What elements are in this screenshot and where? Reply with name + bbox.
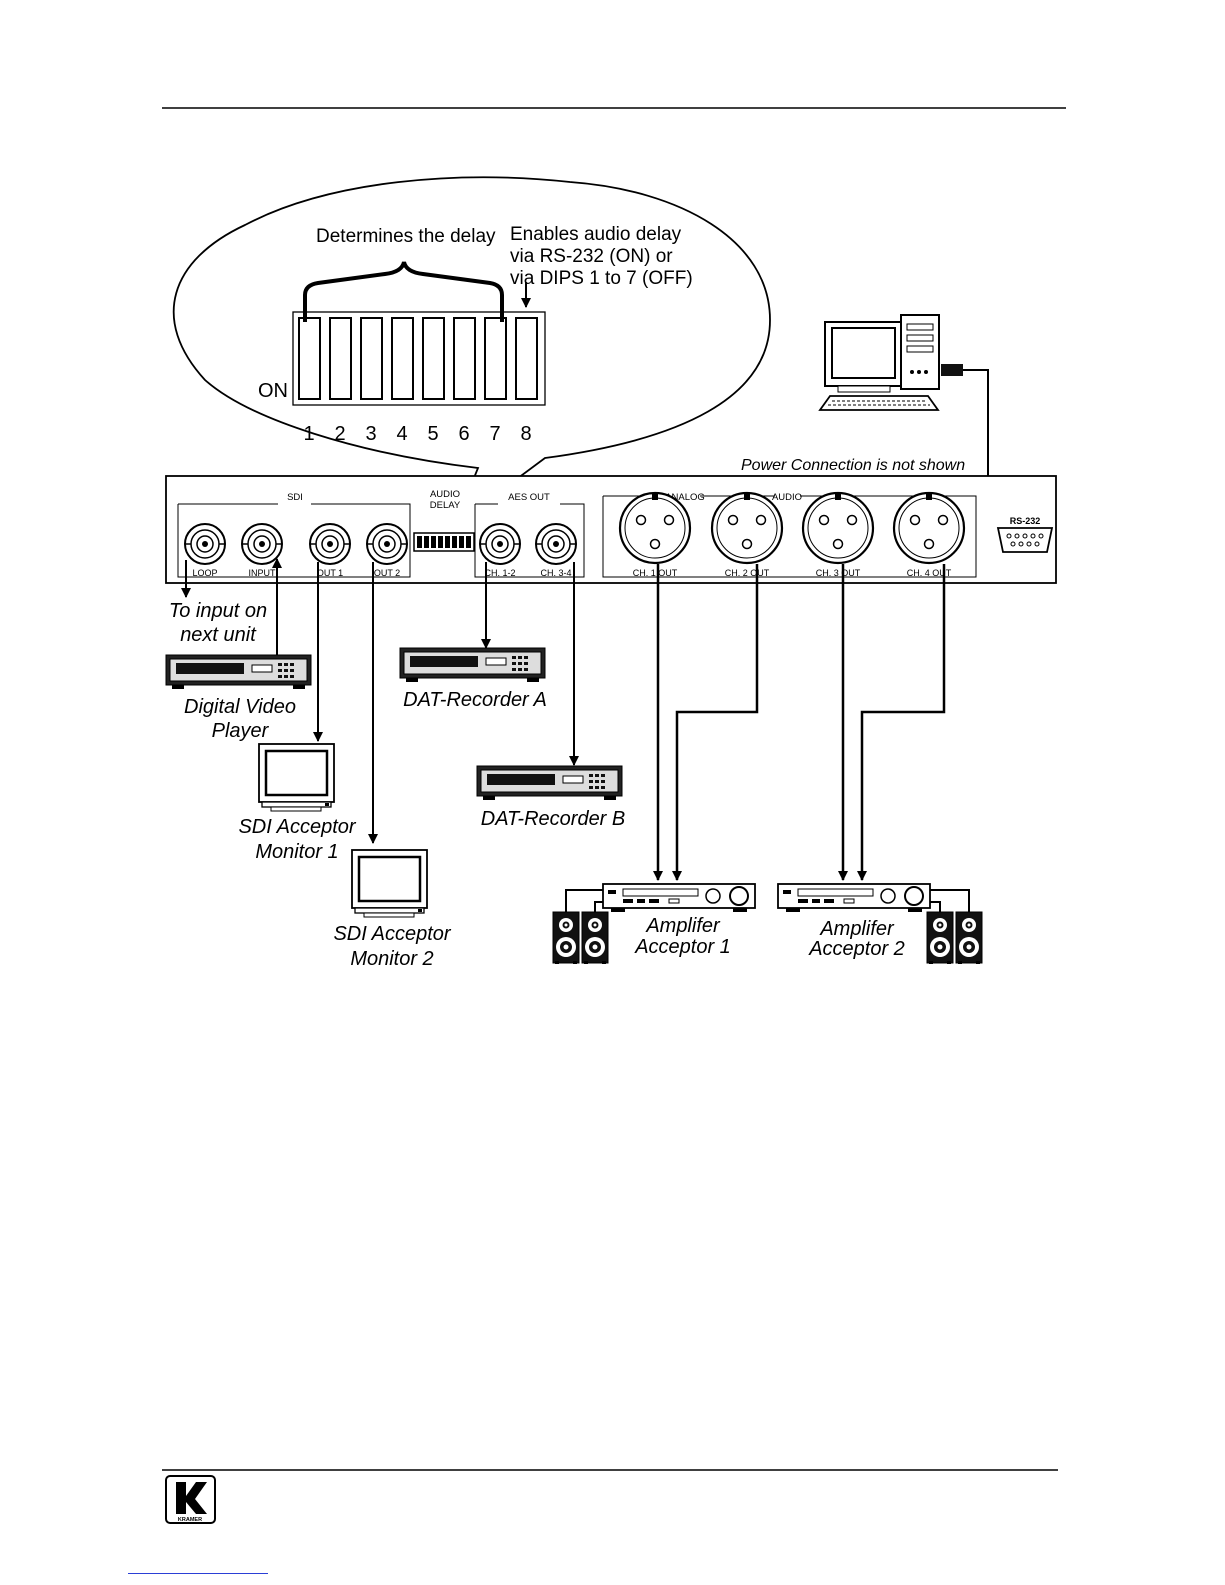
- dip-number: 7: [489, 423, 500, 445]
- amp2-line1: Amplifer: [819, 918, 895, 940]
- connector-label: INPUT: [249, 568, 277, 578]
- amp1-speaker-wire-right: [594, 901, 603, 912]
- enable-label-line3: via DIPS 1 to 7 (OFF): [510, 268, 693, 289]
- ch4-xlr-connector[interactable]: [892, 491, 966, 565]
- digital-video-player-icon: [165, 654, 312, 690]
- delay-label: Determines the delay: [316, 226, 496, 247]
- input-bnc-connector[interactable]: [241, 523, 283, 565]
- monitor2-line1: SDI Acceptor: [333, 923, 451, 945]
- monitor1-line1: SDI Acceptor: [238, 816, 356, 838]
- speaker-icon: [926, 911, 954, 965]
- computer-icon: [818, 314, 963, 411]
- power-note: Power Connection is not shown: [741, 457, 965, 474]
- amplifier-1-icon: [602, 883, 756, 913]
- analog-label: ANALOG: [665, 492, 705, 503]
- audio-delay-dip-switch[interactable]: [413, 532, 475, 552]
- rs232-port[interactable]: [996, 527, 1054, 553]
- monitor1-line2: Monitor 1: [255, 841, 338, 863]
- dat-recorder-a-label: DAT-Recorder A: [403, 689, 547, 711]
- speaker-icon: [552, 911, 580, 965]
- loop-target-line1: To input on: [169, 600, 267, 622]
- sdi-group: SDI: [177, 492, 411, 578]
- amp2-speaker-wire-left: [930, 901, 941, 912]
- dip-switch-levers: [298, 317, 538, 400]
- connector-label: CH. 1-2: [484, 568, 515, 578]
- out2-bnc-connector[interactable]: [366, 523, 408, 565]
- connector-label: OUT 2: [374, 568, 400, 578]
- enable-label-line1: Enables audio delay: [510, 224, 682, 245]
- connector-label: CH. 1 OUT: [633, 568, 678, 578]
- aes-group: AES OUT: [474, 492, 585, 578]
- amp1-line2: Acceptor 1: [634, 936, 731, 958]
- rs232-label: RS-232: [1010, 516, 1041, 526]
- out1-bnc-connector[interactable]: [309, 523, 351, 565]
- loop-bnc-connector[interactable]: [184, 523, 226, 565]
- enable-label-line2: via RS-232 (ON) or: [510, 246, 673, 267]
- video-player-line1: Digital Video: [184, 696, 296, 718]
- dip-number: 2: [334, 423, 345, 445]
- delay-brace: [303, 261, 504, 322]
- connector-label: CH. 3-4: [540, 568, 571, 578]
- amp2-speaker-wire-right: [930, 889, 970, 912]
- audio-delay-label-1: AUDIO: [430, 489, 460, 500]
- amp1-line1: Amplifer: [645, 915, 721, 937]
- speaker-icon: [955, 911, 983, 965]
- aes-group-label: AES OUT: [508, 492, 550, 503]
- ch2-xlr-connector[interactable]: [710, 491, 784, 565]
- dat-recorder-a-icon: [399, 647, 546, 683]
- aes-ch12-bnc-connector[interactable]: [479, 523, 521, 565]
- dat-recorder-b-label: DAT-Recorder B: [481, 808, 626, 830]
- dip-number: 8: [520, 423, 531, 445]
- connector-label: CH. 3 OUT: [816, 568, 861, 578]
- dip-number: 6: [458, 423, 469, 445]
- sdi-group-label: SDI: [287, 492, 303, 503]
- dat-recorder-b-icon: [476, 765, 623, 801]
- connector-label: CH. 4 OUT: [907, 568, 952, 578]
- speaker-icon: [581, 911, 609, 965]
- ch3-xlr-connector[interactable]: [801, 491, 875, 565]
- logo-text: KRAMER: [178, 1517, 202, 1523]
- loop-target-line2: next unit: [180, 624, 257, 646]
- kramer-logo: KRAMER: [165, 1475, 216, 1524]
- connector-label: LOOP: [192, 568, 217, 578]
- dip-number: 3: [365, 423, 376, 445]
- ch1-xlr-connector[interactable]: [618, 491, 692, 565]
- dip-switch-callout: Determines the delay Enables audio delay…: [172, 176, 771, 528]
- dip-number: 5: [427, 423, 438, 445]
- audio-delay-label-2: DELAY: [430, 500, 461, 511]
- monitor2-line2: Monitor 2: [350, 948, 433, 970]
- ch2-cable-arrow: [672, 564, 759, 881]
- amp2-line2: Acceptor 2: [808, 938, 905, 960]
- sdi-monitor-1-icon: [257, 742, 336, 813]
- aes-ch34-bnc-connector[interactable]: [535, 523, 577, 565]
- dip-number: 4: [396, 423, 407, 445]
- amplifier-2-icon: [777, 883, 931, 913]
- amp1-speaker-wire-left: [565, 889, 603, 912]
- audio-label: AUDIO: [772, 492, 802, 503]
- ch4-cable-arrow: [857, 564, 946, 881]
- dip-number: 1: [303, 423, 314, 445]
- connector-label: CH. 2 OUT: [725, 568, 770, 578]
- video-player-line2: Player: [212, 720, 270, 742]
- footer-link-underline: [128, 1573, 268, 1574]
- sdi-monitor-2-icon: [350, 848, 429, 919]
- connector-label: OUT 1: [317, 568, 343, 578]
- on-label: ON: [258, 380, 288, 402]
